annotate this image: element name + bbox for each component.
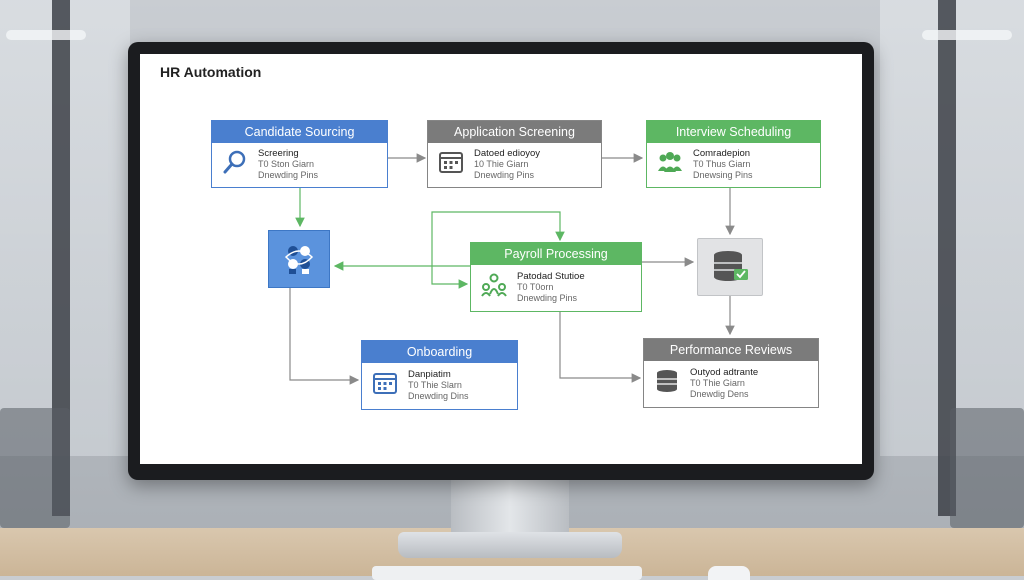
card-application-screening[interactable]: Application Screening Datoed edioyoy 10 … <box>427 120 602 188</box>
card-title: Application Screening <box>428 121 601 143</box>
database-icon <box>657 370 677 392</box>
card-line-3: Dnewding Pins <box>474 170 535 180</box>
hub-node[interactable] <box>268 230 330 288</box>
card-line-2: T0 T0orn <box>517 282 554 292</box>
card-title: Onboarding <box>362 341 517 363</box>
database-check-icon <box>714 251 748 281</box>
card-line-2: T0 Ston Giarn <box>258 159 315 169</box>
card-title: Candidate Sourcing <box>212 121 387 143</box>
card-line-1: Patodad Stutioe <box>517 271 585 282</box>
connector-payroll-to-performance <box>559 312 642 383</box>
card-title: Interview Scheduling <box>647 121 820 143</box>
card-line-1: Outyod adtrante <box>690 367 759 378</box>
workflow-connectors <box>289 153 735 385</box>
network-puzzle-icon <box>284 246 314 274</box>
background-furniture <box>950 408 1024 528</box>
connector-loop-to-payroll <box>431 211 565 266</box>
card-line-3: Dnewsing Pins <box>693 170 753 180</box>
keyboard <box>372 566 642 580</box>
database-check-node[interactable] <box>697 238 763 296</box>
card-line-2: 10 Thie Giarn <box>474 159 529 169</box>
card-interview-scheduling[interactable]: Interview Scheduling Comradepion T0 Thus… <box>646 120 821 188</box>
ceiling-light <box>6 30 86 40</box>
calendar-icon <box>373 373 397 394</box>
mouse <box>708 566 750 580</box>
connector-loop-into-payroll <box>431 266 469 289</box>
card-onboarding[interactable]: Onboarding Danpiatim T0 Thie Slarn Dnewd… <box>361 340 518 410</box>
card-title: Performance Reviews <box>644 339 818 361</box>
background-furniture <box>0 408 70 528</box>
card-line-3: Dnewding Pins <box>517 293 578 303</box>
background-pillar <box>938 0 956 516</box>
card-payroll-processing[interactable]: Payroll Processing Patodad Stutioe T0 T0… <box>470 242 642 312</box>
card-line-2: T0 Thus Giarn <box>693 159 751 169</box>
calendar-icon <box>439 152 463 173</box>
card-candidate-sourcing[interactable]: Candidate Sourcing Screering T0 Ston Gia… <box>211 120 388 188</box>
monitor-stand-base <box>398 532 622 558</box>
magnifier-icon <box>223 150 246 174</box>
connector-hub-to-onboarding <box>289 288 360 385</box>
card-line-1: Comradepion <box>693 148 751 159</box>
monitor: HR Automation Candidate Sourcing <box>128 42 874 480</box>
card-line-1: Danpiatim <box>408 369 451 380</box>
monitor-stand-neck <box>451 480 569 534</box>
people-group-icon <box>658 152 682 172</box>
screen: HR Automation Candidate Sourcing <box>140 54 862 464</box>
app-title: HR Automation <box>160 64 262 80</box>
card-line-3: Dnewding Pins <box>258 170 319 180</box>
card-title: Payroll Processing <box>471 243 641 265</box>
card-performance-reviews[interactable]: Performance Reviews Outyod adtrante T0 T… <box>643 338 819 408</box>
card-line-3: Dnewding Dins <box>408 391 469 401</box>
card-line-2: T0 Thie Giarn <box>690 378 745 388</box>
card-line-1: Screering <box>258 148 299 159</box>
people-network-icon <box>481 273 507 297</box>
background-pillar <box>52 0 70 516</box>
ceiling-light <box>922 30 1012 40</box>
card-line-1: Datoed edioyoy <box>474 148 541 159</box>
card-line-3: Dnewdig Dens <box>690 389 749 399</box>
card-line-2: T0 Thie Slarn <box>408 380 462 390</box>
